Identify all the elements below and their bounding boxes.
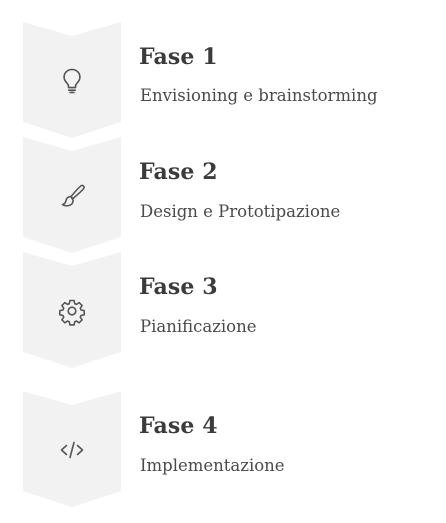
lightbulb-icon [56,64,88,96]
step-3-title: Fase 3 [139,274,218,300]
step-3-chevron [23,252,121,368]
step-4-title: Fase 4 [139,413,218,439]
step-4-subtitle: Implementazione [140,456,285,475]
brush-icon [56,180,88,212]
step-1-chevron [23,22,121,138]
step-1-title: Fase 1 [139,44,218,70]
step-3-subtitle: Pianificazione [140,317,257,336]
code-icon [56,434,88,466]
step-2-subtitle: Design e Prototipazione [140,202,341,221]
step-2-title: Fase 2 [139,159,218,185]
step-1-subtitle: Envisioning e brainstorming [140,86,378,105]
gear-icon [56,295,88,327]
